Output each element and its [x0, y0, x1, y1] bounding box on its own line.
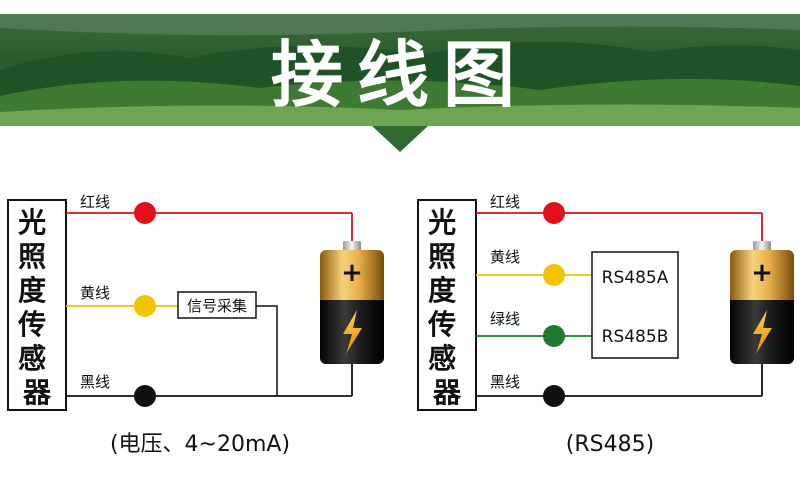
rs485-box — [591, 251, 679, 359]
left-battery-plus: + — [341, 258, 363, 288]
lightning-bolt-icon — [753, 310, 772, 354]
right-battery-cap — [753, 241, 771, 251]
right-wire-red-label: 红线 — [490, 193, 520, 211]
left-diagram: 光 照 度 传 感 器 红线 黄线 信号采集 黑线 + — [7, 193, 384, 457]
left-battery-icon: + — [320, 241, 384, 364]
rs485a-label: RS485A — [602, 268, 669, 288]
banner: 接线图 — [0, 14, 800, 152]
signal-return-wire — [256, 305, 278, 396]
left-sensor-char: 照 — [18, 240, 46, 273]
right-green-terminal — [543, 325, 565, 347]
right-wire-black-label: 黑线 — [490, 373, 520, 391]
left-battery-cap — [343, 241, 361, 251]
right-diagram: 光 照 度 传 感 器 红线 黄线 绿线 RS485A RS485B 黑线 — [417, 193, 794, 457]
right-sensor-char: 感 — [428, 342, 456, 375]
left-red-terminal — [134, 202, 156, 224]
right-wire-yellow-label: 黄线 — [490, 248, 520, 266]
right-sensor-char: 光 — [427, 206, 456, 239]
rs485b-label: RS485B — [602, 327, 669, 347]
right-sensor-char: 照 — [428, 240, 456, 273]
right-battery-top — [730, 250, 794, 306]
left-sensor-char: 感 — [18, 342, 46, 375]
right-battery-icon: + — [730, 241, 794, 364]
right-sensor-char: 器 — [432, 376, 462, 409]
right-battery-plus: + — [751, 258, 773, 288]
right-caption: (RS485) — [566, 432, 654, 457]
right-yellow-terminal — [543, 264, 565, 286]
signal-acquisition-label: 信号采集 — [187, 297, 247, 315]
left-black-terminal — [134, 385, 156, 407]
right-sensor-char: 传 — [427, 308, 456, 341]
left-yellow-terminal — [134, 295, 156, 317]
left-wire-yellow-label: 黄线 — [80, 284, 110, 302]
right-sensor-box — [417, 199, 477, 411]
left-sensor-box — [7, 199, 67, 411]
left-sensor-char: 光 — [17, 206, 46, 239]
left-wire-red-label: 红线 — [80, 193, 110, 211]
signal-acquisition-box — [177, 291, 257, 319]
right-sensor-char: 度 — [428, 274, 456, 307]
right-black-terminal — [543, 385, 565, 407]
left-sensor-char: 度 — [18, 274, 46, 307]
page-title: 接线图 — [271, 33, 529, 117]
left-battery-seam — [320, 300, 384, 308]
right-red-terminal — [543, 202, 565, 224]
right-battery-seam — [730, 300, 794, 308]
left-wire-black-label: 黑线 — [80, 373, 110, 391]
left-sensor-label: 光 照 度 传 感 器 — [17, 206, 56, 409]
lightning-bolt-icon — [343, 310, 362, 354]
banner-meadow — [0, 104, 800, 126]
left-sensor-char: 传 — [17, 308, 46, 341]
left-sensor-char: 器 — [22, 376, 52, 409]
banner-sky-haze — [0, 14, 800, 36]
right-wire-green-label: 绿线 — [490, 310, 520, 328]
banner-pointer — [372, 126, 428, 152]
right-sensor-label: 光 照 度 传 感 器 — [427, 206, 466, 409]
left-battery-top — [320, 250, 384, 306]
left-caption: (电压、4~20mA) — [110, 432, 290, 457]
